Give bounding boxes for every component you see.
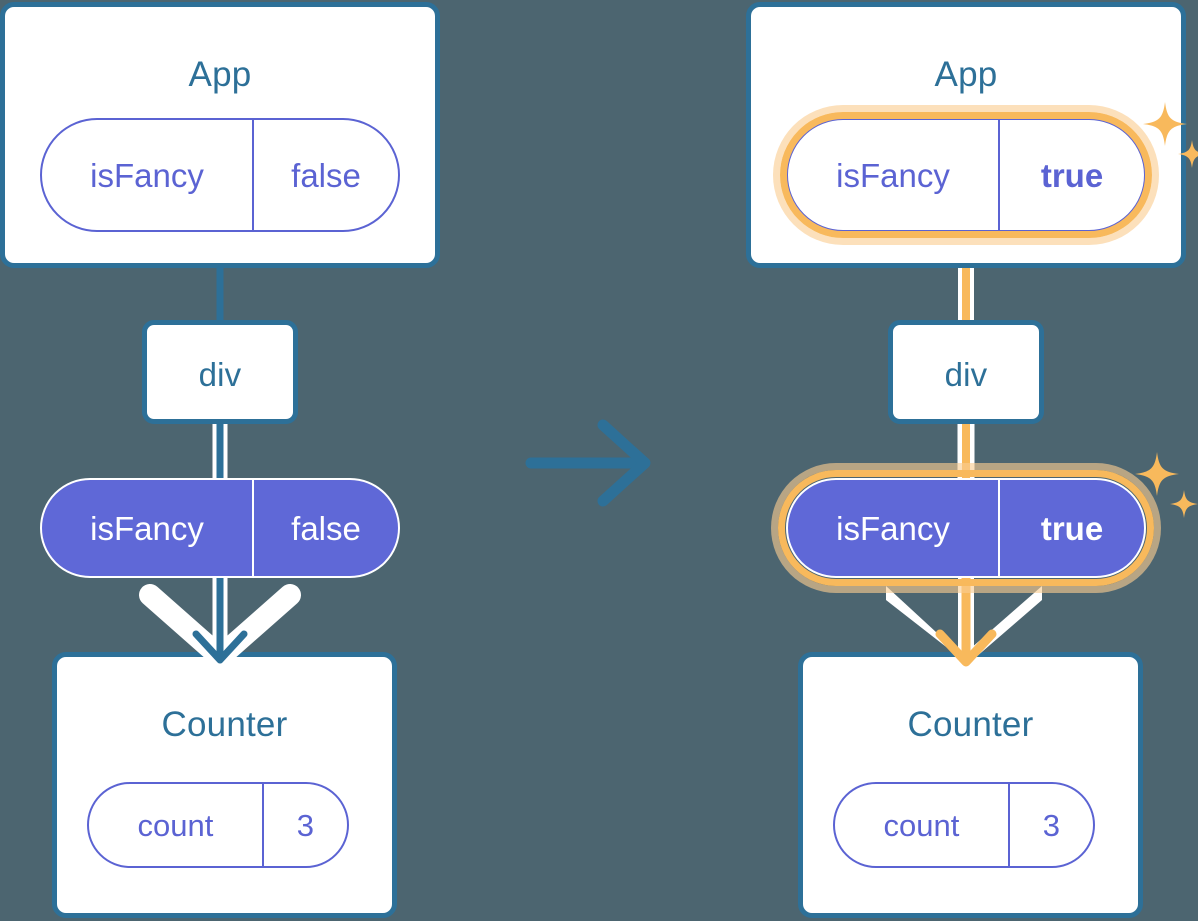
div-element-box: div — [142, 320, 298, 424]
counter-state-key: count — [883, 807, 960, 843]
counter-state-pill[interactable]: count 3 — [87, 782, 349, 868]
transition-arrow — [525, 419, 651, 507]
app-title: App — [934, 55, 998, 94]
counter-state-value: 3 — [261, 784, 347, 866]
counter-title: Counter — [907, 705, 1034, 744]
element-prop-key: isFancy — [836, 509, 950, 547]
arrow-branch-left-white — [139, 584, 229, 666]
counter-state-pill[interactable]: count 3 — [833, 782, 1095, 868]
element-prop-value: true — [998, 480, 1144, 576]
element-props-pill[interactable]: isFancy true — [786, 478, 1146, 578]
app-state-pill[interactable]: isFancy false — [40, 118, 400, 232]
app-state-value: true — [998, 120, 1144, 230]
counter-title: Counter — [161, 705, 288, 744]
element-prop-value: false — [252, 480, 398, 576]
arrow-right-icon-head — [597, 419, 651, 507]
app-title: App — [188, 55, 252, 94]
before-state-panel: App isFancy false div — [0, 0, 450, 921]
app-state-value: false — [252, 120, 398, 230]
div-title: div — [944, 356, 988, 393]
app-state-key: isFancy — [90, 156, 204, 194]
counter-state-value: 3 — [1007, 784, 1093, 866]
app-state-pill[interactable]: isFancy true — [786, 118, 1146, 232]
element-props-pill[interactable]: isFancy false — [40, 478, 400, 578]
sparkle-small-icon — [1170, 490, 1198, 518]
div-title: div — [198, 356, 242, 393]
element-prop-key: isFancy — [90, 509, 204, 547]
counter-state-key: count — [137, 807, 214, 843]
arrow-branch-right-white — [211, 584, 301, 666]
app-state-key: isFancy — [836, 156, 950, 194]
div-element-box: div — [888, 320, 1044, 424]
after-state-panel: App isFancy true div — [736, 0, 1198, 921]
